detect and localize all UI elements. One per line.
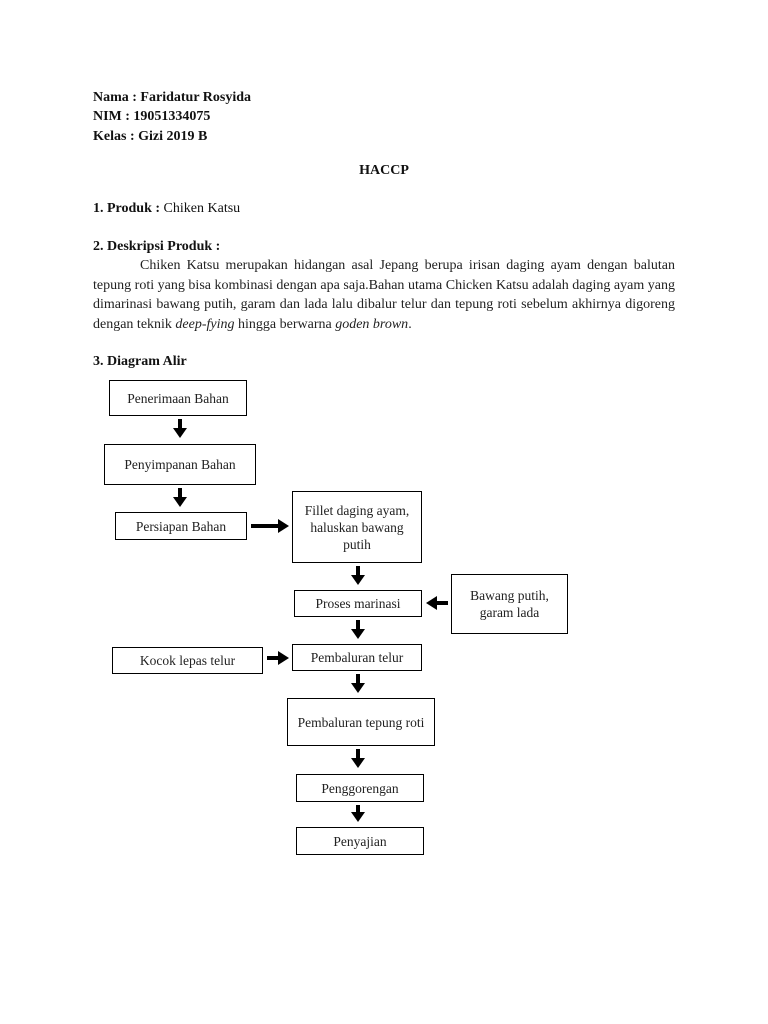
flow-box-fillet: Fillet daging ayam, haluskan bawang puti… [292, 491, 422, 563]
deskripsi-text-3: . [408, 316, 412, 332]
diagram-heading: 3. Diagram Alir [93, 354, 187, 369]
arrow-down-tepung-penggorengan [351, 749, 365, 768]
arrow-down-penggorengan-penyajian [351, 805, 365, 822]
deskripsi-italic-2: goden brown [335, 316, 409, 332]
arrow-down-penyimpanan-persiapan [173, 488, 187, 507]
flow-box-penyajian: Penyajian [296, 827, 424, 855]
flow-box-penggorengan: Penggorengan [296, 774, 424, 802]
deskripsi-text-2: hingga berwarna [234, 316, 336, 332]
student-class: Kelas : Gizi 2019 B [93, 129, 208, 144]
deskripsi-italic-1: deep-fying [175, 316, 235, 332]
document-title: HACCP [359, 163, 409, 178]
flow-box-penyimpanan: Penyimpanan Bahan [104, 444, 256, 485]
deskripsi-text-1: Chiken Katsu merupakan hidangan asal Jep… [93, 258, 675, 332]
deskripsi-heading: 2. Deskripsi Produk : [93, 239, 221, 254]
produk-heading: 1. Produk : [93, 201, 161, 216]
flow-box-persiapan: Persiapan Bahan [115, 512, 247, 540]
arrow-down-penerimaan-penyimpanan [173, 419, 187, 438]
arrow-down-fillet-marinasi [351, 566, 365, 585]
arrow-left-bumbu-marinasi [426, 596, 448, 610]
student-nim: NIM : 19051334075 [93, 109, 211, 124]
student-name: Nama : Faridatur Rosyida [93, 90, 252, 105]
arrow-right-kocok-telur [267, 651, 289, 665]
arrow-down-telur-tepung [351, 674, 365, 693]
flow-box-marinasi: Proses marinasi [294, 590, 422, 617]
deskripsi-paragraph: Chiken Katsu merupakan hidangan asal Jep… [93, 256, 675, 334]
arrow-down-marinasi-telur [351, 620, 365, 639]
arrow-right-persiapan-fillet [251, 519, 289, 533]
flow-box-kocok: Kocok lepas telur [112, 647, 263, 674]
produk-value: Chiken Katsu [160, 201, 241, 216]
flow-box-bumbu: Bawang putih, garam lada [451, 574, 568, 634]
section-produk: 1. Produk : Chiken Katsu [93, 199, 240, 219]
flow-box-pembaluran-tepung: Pembaluran tepung roti [287, 698, 435, 746]
flow-box-penerimaan: Penerimaan Bahan [109, 380, 247, 416]
flow-box-pembaluran-telur: Pembaluran telur [292, 644, 422, 671]
